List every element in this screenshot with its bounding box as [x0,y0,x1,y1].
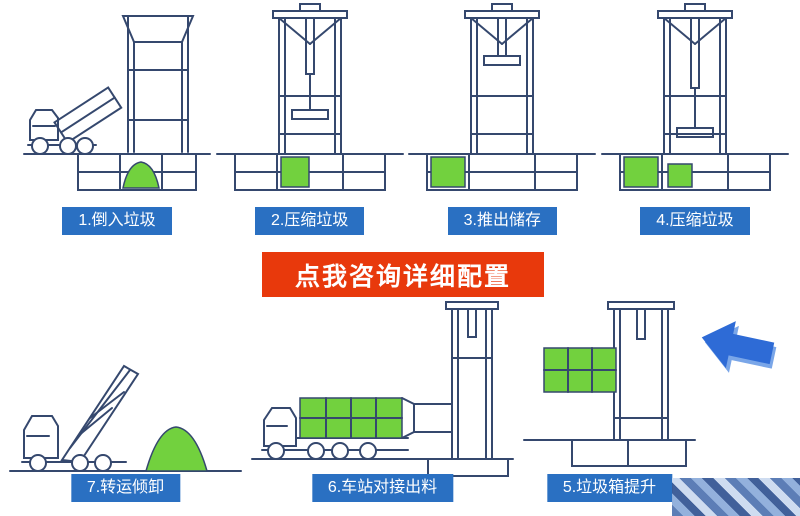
step-2-illustration [215,3,404,191]
step-5-label: 5.垃圾箱提升 [546,474,673,502]
step-7-illustration [9,364,242,472]
watermark-logo [672,478,800,516]
left-arrow-icon [692,311,781,389]
step-4-label: 4.压缩垃圾 [640,207,750,235]
step-3-label: 3.推出储存 [447,207,557,235]
step-4-panel: 4.压缩垃圾 [600,2,790,235]
step-2-panel: 2.压缩垃圾 [215,2,405,235]
step-7-label: 7.转运倾卸 [70,474,181,502]
top-row: 1.倒入垃圾 [0,2,800,235]
step-1-illustration [23,15,211,191]
step-6-illustration [251,301,514,477]
step-6-label: 6.车站对接出料 [311,474,454,502]
step-5-illustration [523,301,696,467]
step-3-panel: 3.推出储存 [407,2,597,235]
step-2-label: 2.压缩垃圾 [254,207,365,235]
step-1-panel: 1.倒入垃圾 [22,2,212,235]
consult-banner[interactable]: 点我咨询详细配置 [262,252,544,297]
step-7-panel: 7.转运倾卸 [8,300,243,516]
step-6-panel: 6.车站对接出料 [250,300,515,516]
step-4-illustration [600,3,789,191]
step-3-illustration [408,3,597,191]
bottom-row: 7.转运倾卸 [0,300,800,516]
step-1-label: 1.倒入垃圾 [62,207,172,235]
step-5-panel: 5.垃圾箱提升 [522,300,697,516]
